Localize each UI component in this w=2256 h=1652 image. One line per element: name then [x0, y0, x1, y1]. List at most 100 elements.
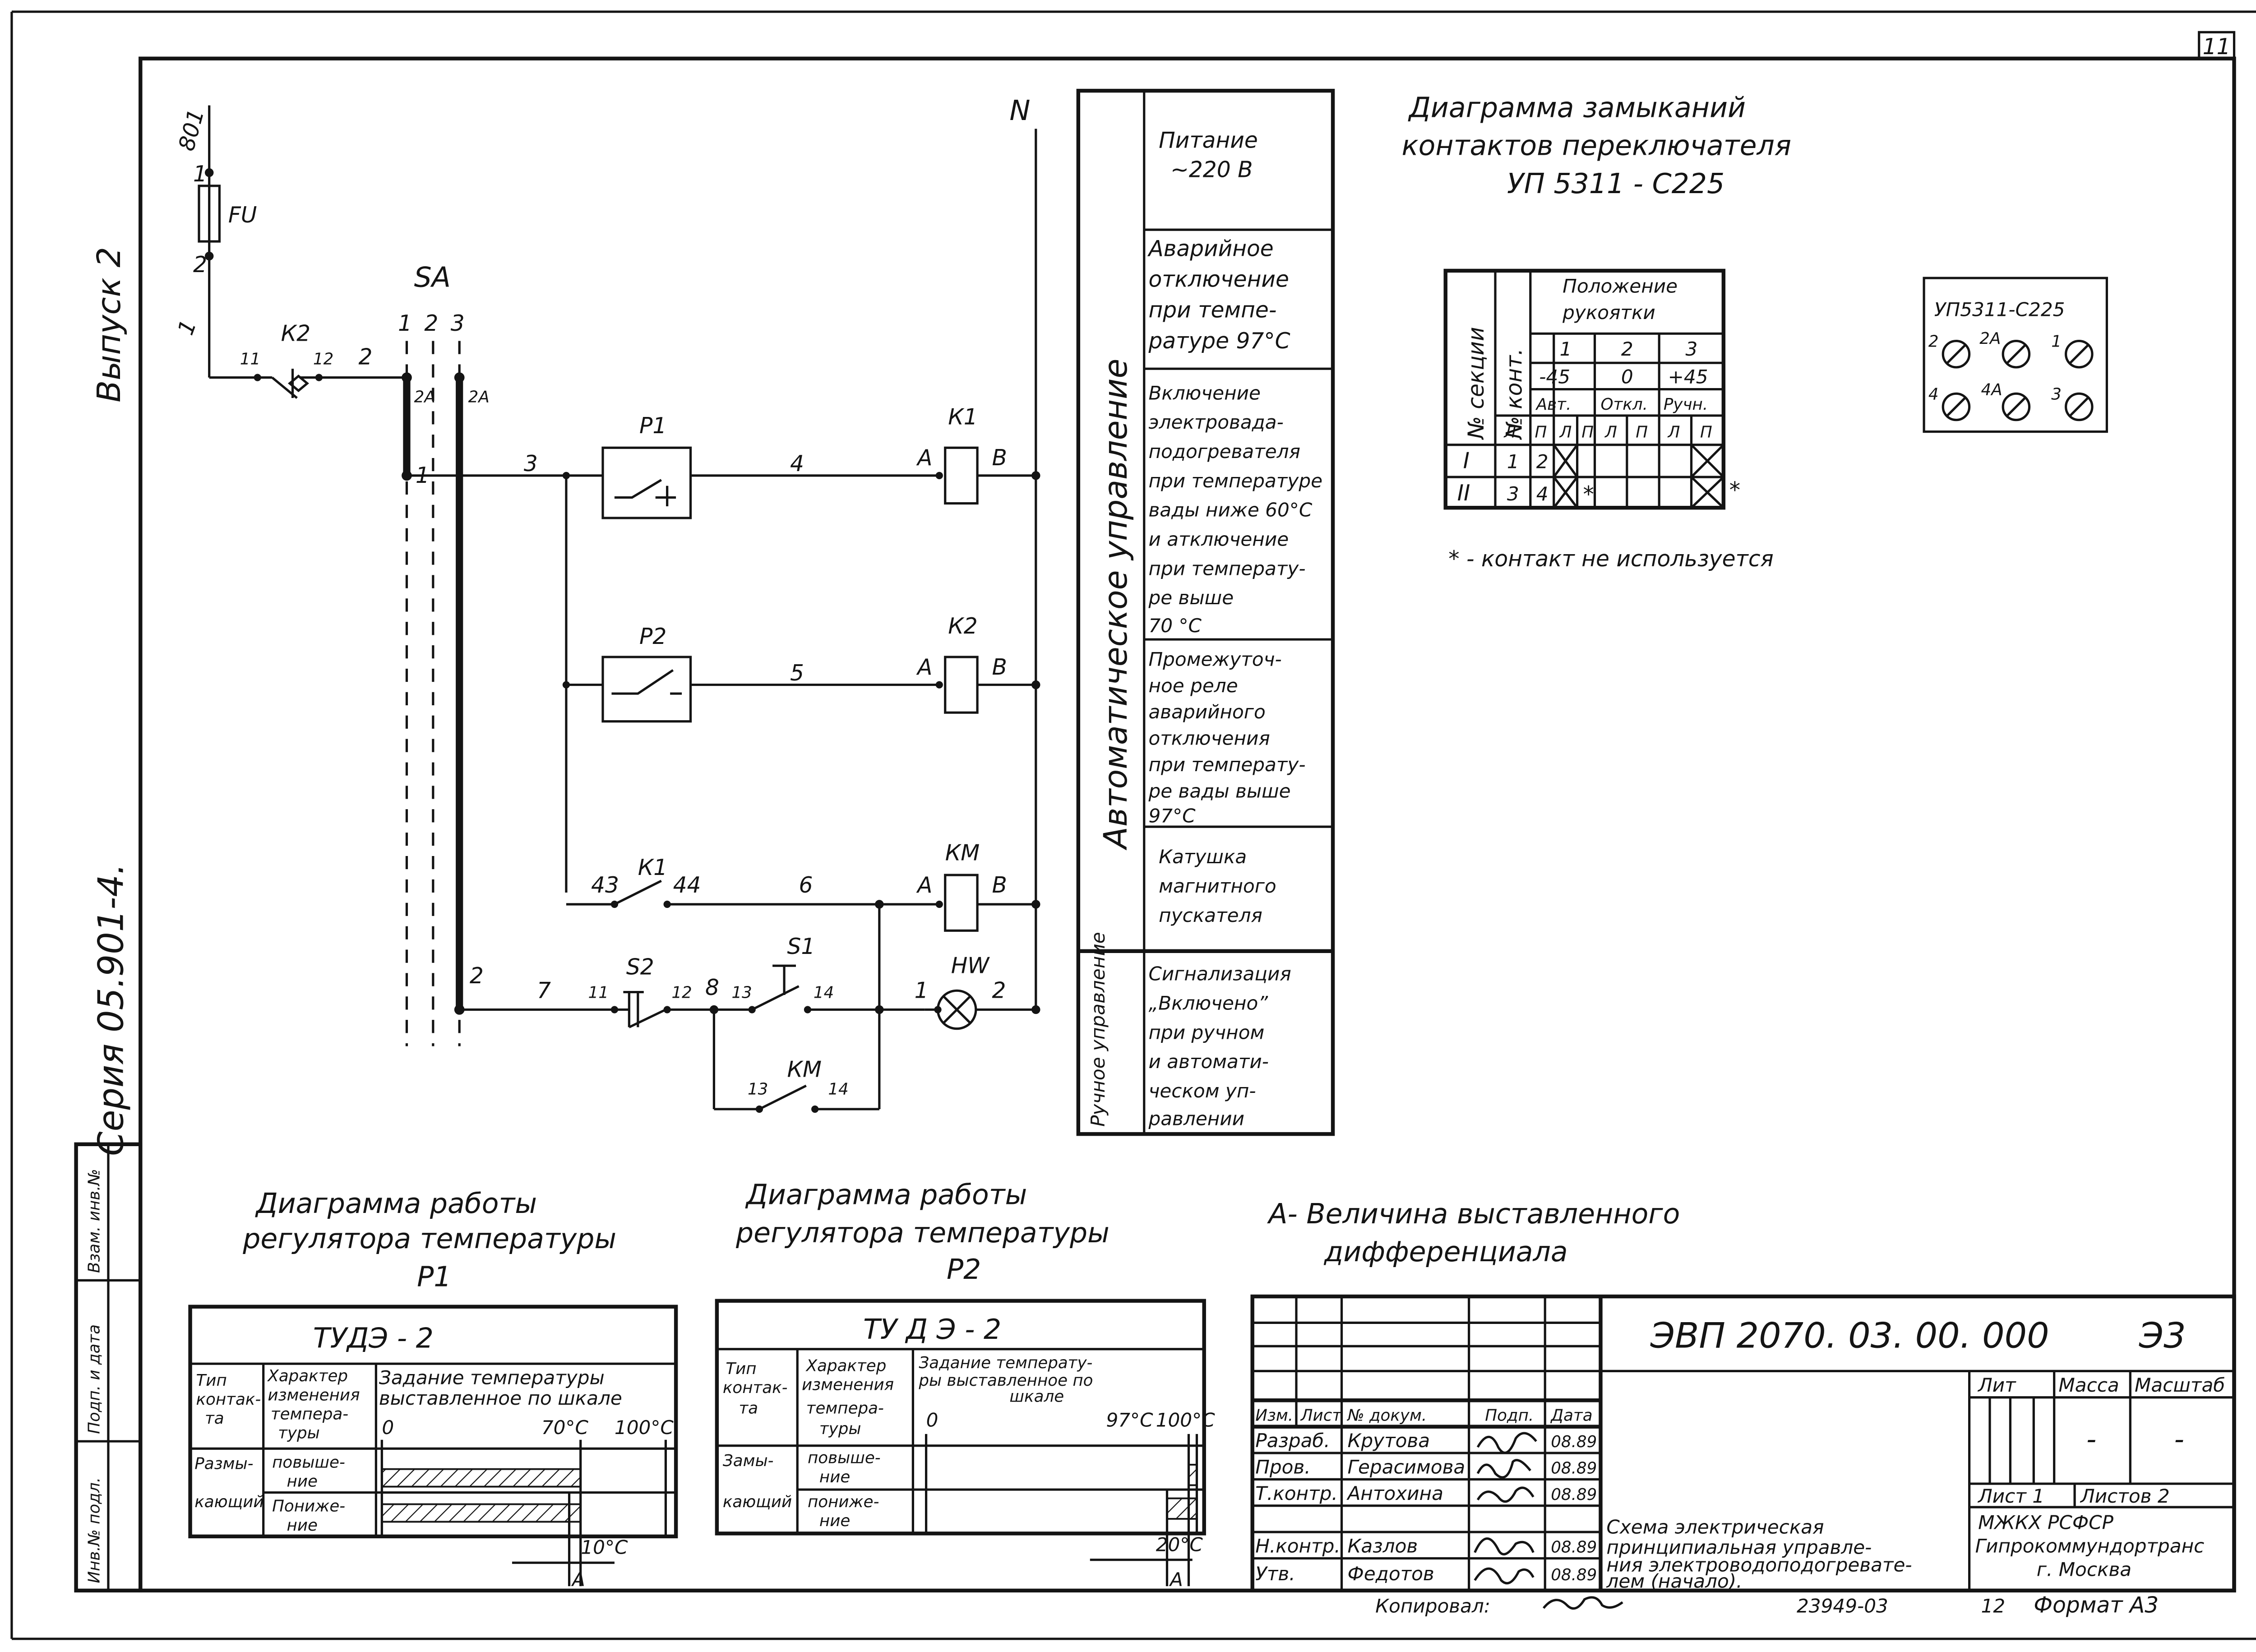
p2-title: Диаграмма работы регулятора температуры …: [735, 1179, 1118, 1286]
k2-b: В: [992, 655, 1007, 680]
k1-pin44: 44: [673, 873, 701, 898]
terminal-block-title: УП5311-С225: [1934, 298, 2065, 320]
hdr-angle-1: -45: [1539, 366, 1570, 388]
p2-col-setting: Задание температу- ры выставленное по шк…: [918, 1354, 1098, 1406]
tb-name-developer: Крутова: [1347, 1430, 1430, 1452]
hdr-angle-3: +45: [1668, 366, 1708, 388]
coil-k1: [944, 446, 979, 505]
p2-scale-set: 97°С: [1106, 1409, 1153, 1431]
tb-role-ncontrol: Н.контр.: [1255, 1535, 1341, 1557]
unused-mark-2: *: [1729, 478, 1740, 503]
group-manual-1: Ручное управление: [1087, 932, 1109, 1127]
sheet-frame: 11: [10, 10, 2256, 1640]
tb-role-tcontrol: Т.контр.: [1255, 1482, 1338, 1504]
row1-section: I: [1463, 449, 1470, 474]
wire-4-label: 4: [790, 451, 804, 477]
hdr-side-1: Л: [1503, 423, 1516, 442]
wire-2-label: 2: [358, 344, 372, 370]
sa-2a-right: 2А: [468, 388, 490, 407]
k2-contact-label: К2: [281, 321, 310, 347]
tb-sheet: Лист 1: [1977, 1485, 2044, 1507]
node-8-label: 8: [705, 975, 719, 1000]
tb-mass: Масса: [2058, 1374, 2119, 1396]
tb-lit: Лит: [1977, 1374, 2016, 1396]
terminal-2: 2: [1928, 333, 1939, 351]
p1-fall: Пониже- ние: [272, 1497, 350, 1535]
p1-scale-0: 0: [382, 1416, 394, 1439]
tb-mass-value: -: [2086, 1423, 2096, 1455]
wire-5-label: 5: [790, 661, 804, 686]
s2-label: S2: [626, 955, 654, 980]
km-b: В: [992, 873, 1007, 898]
relay-p1: [601, 446, 692, 519]
tb-date-developer: 08.89: [1551, 1433, 1597, 1451]
row-starter-coil: Катушка магнитного пускателя: [1159, 846, 1282, 926]
p2-fall: пониже- ние: [808, 1493, 884, 1530]
coil-km: [944, 874, 979, 932]
p1-col-type: Тип контак- та: [196, 1371, 266, 1428]
terminal-1: 1: [2051, 333, 2062, 351]
p1-device: ТУДЭ - 2: [313, 1322, 434, 1355]
k2-coil-label: К2: [948, 614, 977, 639]
doc-type: Э3: [2139, 1316, 2186, 1356]
tb-scale-value: -: [2174, 1423, 2184, 1455]
row-heater-control: Включение электровада- подогревателя при…: [1148, 382, 1328, 637]
km-a: А: [916, 873, 932, 898]
hdr-side-8: П: [1700, 423, 1712, 442]
tb-hdr-docno: № докум.: [1346, 1407, 1427, 1425]
hdr-pos-3: 3: [1686, 338, 1698, 360]
terminal-3: 3: [2051, 385, 2062, 403]
hdr-side-4: П: [1581, 423, 1594, 442]
left-margin: Выпуск 2 Серия 05.901-4. Инв.№ подл. Под…: [74, 247, 143, 1593]
fuse-label: FU: [228, 203, 257, 228]
row1-contact-2: 2: [1536, 451, 1549, 473]
title-block: ЭВП 2070. 03. 00. 000 Э3 Изм. Лист № док…: [1250, 1294, 2236, 1593]
tb-role-checker: Пров.: [1255, 1456, 1310, 1478]
p1-contact-type: Размы- кающий: [194, 1455, 264, 1511]
doc-code: ЭВП 2070. 03. 00. 000: [1650, 1316, 2049, 1356]
relay-p2: [601, 656, 692, 723]
button-s1: [748, 964, 812, 1013]
km-pin13: 13: [748, 1080, 768, 1099]
stamp-inv-orig: Инв.№ подл.: [85, 1477, 104, 1583]
k1-pin43: 43: [591, 873, 619, 898]
sa-col3: 3: [451, 311, 465, 336]
hdr-mode-3: Ручн.: [1664, 395, 1708, 414]
tb-date-checker: 08.89: [1551, 1459, 1597, 1477]
differential-note: А- Величина выставленного дифференциала: [1267, 1198, 1689, 1268]
p2-scale-0: 0: [926, 1409, 938, 1431]
switch-title: Диаграмма замыканий контактов переключат…: [1401, 91, 1800, 200]
tb-role-approver: Утв.: [1255, 1563, 1295, 1585]
tb-hdr-date: Дата: [1550, 1407, 1592, 1425]
p2-diff-label: 20°С: [1156, 1533, 1203, 1555]
terminal-4a: 4А: [1981, 381, 2002, 399]
hw-label: HW: [951, 953, 990, 978]
hdr-mode-1: Авт.: [1535, 395, 1572, 414]
p2-scale-max: 100°С: [1156, 1409, 1216, 1431]
hdr-side-2: П: [1535, 423, 1547, 442]
p2-contact-type: Замы- кающий: [723, 1452, 792, 1511]
fuse-pin1: 1: [193, 162, 207, 187]
terminal-block: УП5311-С225 2 2А 1 4 4А 3: [1923, 277, 2108, 433]
order-number: 23949-03: [1797, 1595, 1888, 1617]
wire-3-label: 3: [524, 451, 538, 477]
tb-description: Схема электрическая принципиальная управ…: [1606, 1516, 1918, 1592]
p1-rise: повыше- ние: [272, 1453, 350, 1490]
p1-scale-set: 70°С: [541, 1416, 589, 1439]
p2-label: Р2: [639, 624, 666, 649]
p2-device: ТУ Д Э - 2: [863, 1313, 1001, 1346]
circuit-schematic: 801 FU 1 2 1 К2 11 12 2 SA 1 2 3: [173, 94, 1040, 1113]
order-sheet: 12: [1981, 1595, 2006, 1617]
lamp-hw: [936, 989, 977, 1030]
bottom-strip: Копировал: 23949-03 12 Формат А3: [1375, 1592, 2159, 1618]
hdr-contact: № конт.: [1502, 348, 1527, 440]
tb-hdr-rev: Изм.: [1255, 1407, 1293, 1425]
unused-mark-1: *: [1583, 482, 1594, 507]
wire-801-label: 801: [174, 106, 209, 153]
switch-footnote: * - контакт не используется: [1448, 546, 1774, 572]
p1-scale-max: 100°С: [615, 1416, 674, 1439]
k2-thermal-contact: [254, 369, 402, 399]
tb-date-approver: 08.89: [1551, 1566, 1597, 1584]
format-label: Формат А3: [2034, 1592, 2159, 1618]
group-auto: Автоматическое управление: [1097, 359, 1134, 851]
